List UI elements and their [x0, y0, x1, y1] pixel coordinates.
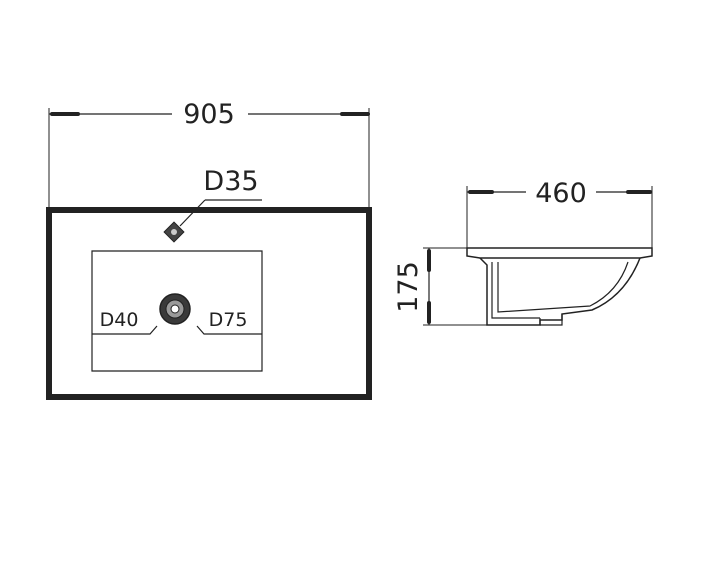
side-view — [423, 186, 653, 326]
bowl-outer-profile — [479, 257, 641, 326]
drain — [159, 293, 191, 325]
basin-outline — [46, 207, 372, 400]
overflow-hole-center — [171, 229, 177, 235]
overflow-hole — [163, 221, 185, 243]
drain-hole — [170, 304, 180, 314]
height-label: 175 — [393, 261, 424, 313]
rim-profile — [466, 247, 653, 259]
bowl-bottom — [91, 334, 263, 372]
drain-line-right — [196, 325, 262, 335]
overflow-label: D35 — [203, 166, 258, 197]
drain-outer-label: D75 — [209, 309, 248, 331]
bowl-outline — [91, 250, 263, 334]
drain-label: D40 — [100, 309, 139, 331]
drain-stub — [539, 314, 563, 326]
overflow-leader-diagonal — [179, 199, 206, 227]
depth-label: 460 — [535, 178, 587, 209]
drain-line-left — [92, 325, 158, 335]
bowl-inner-profile — [491, 261, 629, 319]
top-view — [46, 108, 372, 400]
width-label: 905 — [183, 99, 235, 130]
